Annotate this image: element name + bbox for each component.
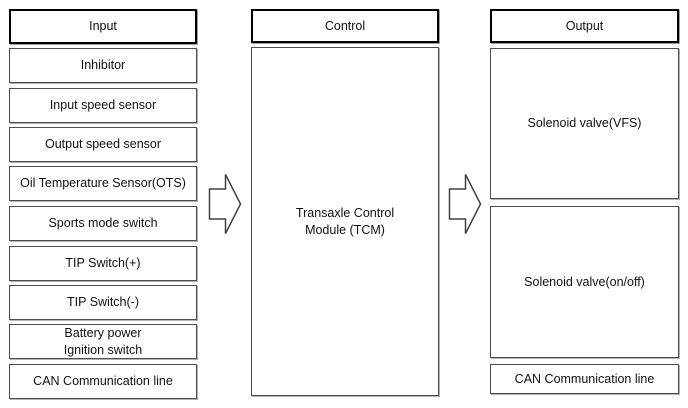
control-column-header: Control xyxy=(251,9,439,43)
input-item-tip-switch-plus: TIP Switch(+) xyxy=(9,246,197,281)
input-column-header: Input xyxy=(9,9,197,44)
output-item-solenoid-vfs: Solenoid valve(VFS) xyxy=(490,48,679,199)
input-item-tip-switch-minus: TIP Switch(-) xyxy=(9,285,197,320)
input-to-control-arrow-icon xyxy=(208,174,242,234)
input-item-output-speed-sensor: Output speed sensor xyxy=(9,127,197,162)
output-column-header: Output xyxy=(490,9,679,43)
output-item-can-line: CAN Communication line xyxy=(490,364,679,394)
input-item-can-line: CAN Communication line xyxy=(9,364,197,399)
control-to-output-arrow-icon xyxy=(448,174,482,234)
input-item-input-speed-sensor: Input speed sensor xyxy=(9,88,197,123)
input-item-oil-temp-sensor: Oil Temperature Sensor(OTS) xyxy=(9,166,197,201)
output-item-solenoid-onoff: Solenoid valve(on/off) xyxy=(490,206,679,358)
tcm-box: Transaxle Control Module (TCM) xyxy=(251,47,439,396)
input-item-inhibitor: Inhibitor xyxy=(9,48,197,83)
input-item-battery-ignition: Battery power Ignition switch xyxy=(9,324,197,359)
input-item-sports-mode-switch: Sports mode switch xyxy=(9,206,197,241)
